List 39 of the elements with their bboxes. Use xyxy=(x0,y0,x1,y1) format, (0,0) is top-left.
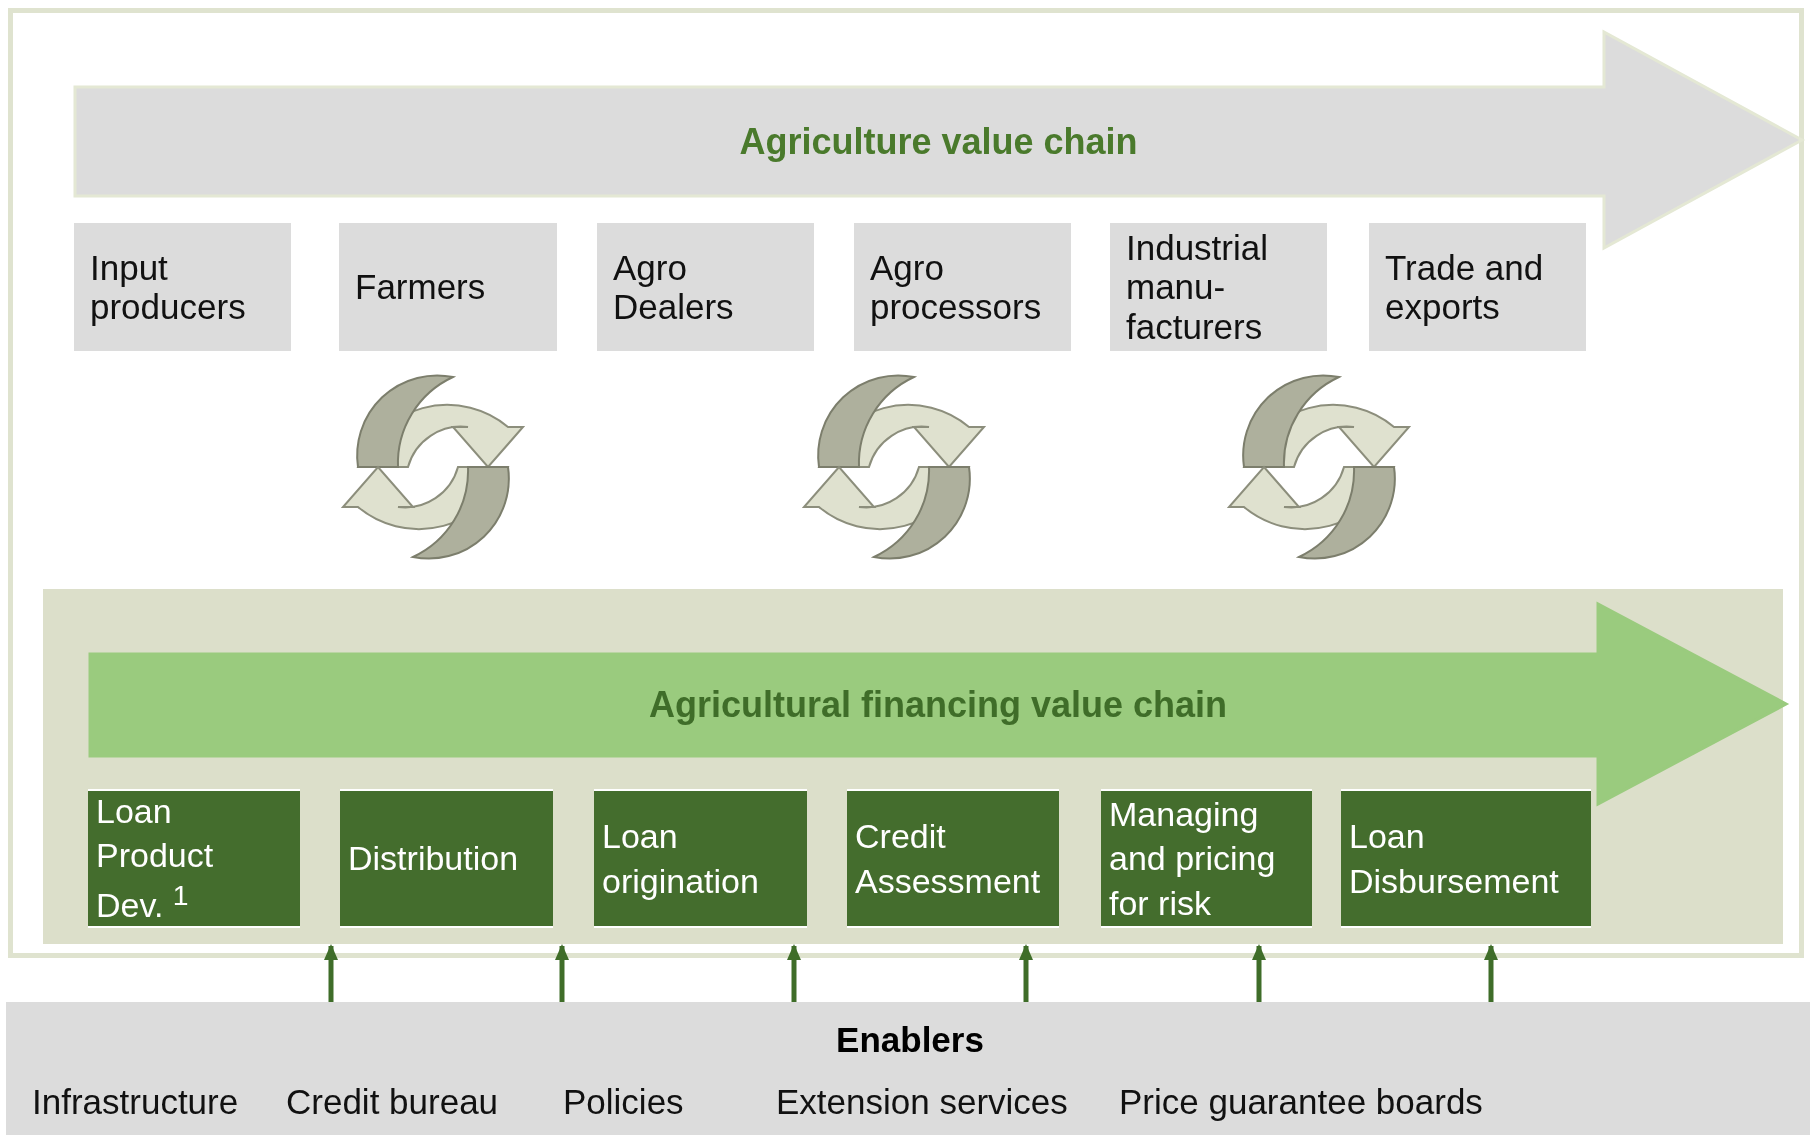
box-label: Agro processors xyxy=(870,247,1043,327)
box-label: Agro Dealers xyxy=(613,247,735,327)
process-box xyxy=(1101,789,1312,928)
box-label: Trade and exports xyxy=(1385,247,1545,327)
process-box xyxy=(88,789,300,928)
enablers-band xyxy=(6,1002,1810,1135)
box-label: Industrial manu- facturers xyxy=(1126,228,1270,346)
arrow xyxy=(555,944,569,1002)
stage-box xyxy=(1110,223,1327,351)
box-label: Credit Assessment xyxy=(855,816,1042,902)
process-box xyxy=(1341,789,1591,928)
enabler-label: Policies xyxy=(563,1082,684,1122)
box-label: Managing and pricing for risk xyxy=(1109,794,1277,924)
box-label: Loan origination xyxy=(602,816,760,902)
enabler-label: Price guarantee boards xyxy=(1119,1082,1483,1122)
box-label: Loan Disbursement xyxy=(1349,816,1560,902)
process-box xyxy=(594,789,807,928)
arrow xyxy=(1484,944,1498,1002)
stage-box xyxy=(339,223,557,351)
arrow xyxy=(1019,944,1033,1002)
enabler-label: Credit bureau xyxy=(286,1082,499,1122)
box-label: Input producers xyxy=(90,247,247,327)
stage-box xyxy=(854,223,1071,351)
process-box xyxy=(340,789,553,928)
arrow xyxy=(787,944,801,1002)
banner-title: Agriculture value chain xyxy=(738,120,1139,163)
arrow xyxy=(1252,944,1266,1002)
enabler-label: Extension services xyxy=(776,1082,1068,1122)
process-box xyxy=(847,789,1059,928)
stage-box xyxy=(74,223,291,351)
box-label: Loan Product Dev. $^{1}$ xyxy=(96,791,215,927)
band-heading: Enablers xyxy=(835,1020,985,1060)
enabler-label: Infrastructure xyxy=(32,1082,239,1122)
banner-title: Agricultural financing value chain xyxy=(647,684,1229,726)
stage-box xyxy=(597,223,814,351)
stage-box xyxy=(1369,223,1586,351)
box-label: Farmers xyxy=(355,267,486,307)
box-label: Distribution xyxy=(348,838,519,880)
arrow xyxy=(324,944,338,1002)
